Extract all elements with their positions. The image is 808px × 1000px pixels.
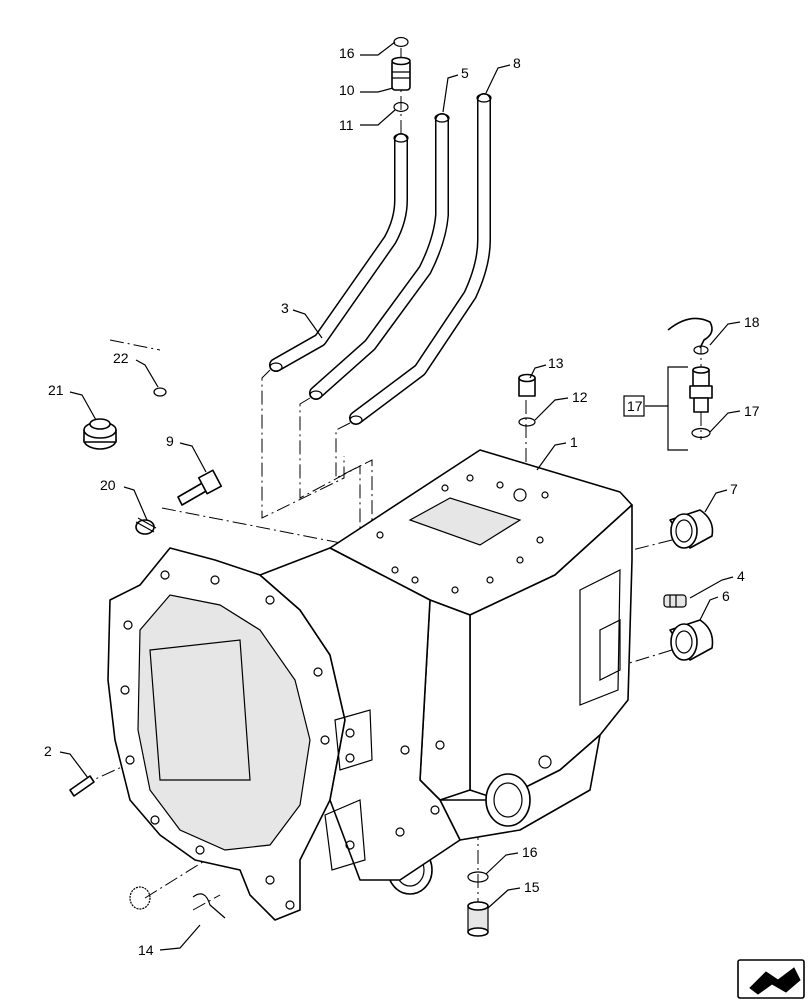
plug-13 (518, 373, 536, 397)
housing-mid-section (259, 547, 461, 881)
spring-20 (135, 517, 157, 535)
plug-21 (83, 418, 117, 450)
tube-3 (269, 133, 409, 372)
dust-cap-19 (667, 317, 713, 355)
fitting-10 (391, 56, 411, 91)
leader-lines (59, 41, 741, 951)
callout-12: 12 (572, 389, 588, 405)
washer-14 (129, 886, 151, 910)
callout-16: 16 (522, 844, 538, 860)
callout-18: 17 (744, 403, 760, 419)
callout-22: 22 (113, 350, 129, 366)
coupler-17 (689, 366, 713, 413)
callout-10: 10 (339, 82, 355, 98)
plug-4 (663, 594, 687, 608)
callout-7: 7 (730, 481, 738, 497)
bell-housing-flange (107, 547, 346, 921)
callout-labels: 16 10 11 5 8 3 22 21 9 20 13 12 1 18 17 … (44, 45, 760, 958)
bushing-7 (669, 509, 714, 549)
callout-19: 18 (744, 314, 760, 330)
callout-1: 1 (570, 434, 578, 450)
callout-11-bottom: 11 (339, 117, 354, 133)
callout-14: 14 (138, 942, 154, 958)
callout-4: 4 (737, 568, 745, 584)
pin-2 (69, 775, 95, 797)
cotter-pin (192, 893, 226, 919)
callout-13: 13 (548, 355, 564, 371)
o-ring-18 (691, 427, 711, 439)
arrow-icon[interactable] (737, 959, 805, 999)
callout-5: 5 (461, 65, 469, 81)
callout-6: 6 (722, 588, 730, 604)
bolt-9 (177, 469, 223, 506)
callout-8: 8 (513, 55, 521, 71)
callout-17-box: 17 (623, 395, 645, 417)
plug-15 (467, 901, 489, 937)
o-ring-16 (467, 871, 489, 883)
callout-20: 20 (100, 477, 116, 493)
callout-3: 3 (281, 300, 289, 316)
o-ring-11-bottom (393, 101, 409, 113)
callout-9: 9 (166, 433, 174, 449)
callout-11-top: 16 (339, 45, 355, 61)
o-ring-22 (153, 387, 167, 397)
callout-15: 15 (524, 879, 540, 895)
bracket-17 (667, 366, 688, 451)
transmission-housing-1 (329, 449, 633, 895)
bushing-6 (669, 619, 714, 661)
callout-2: 2 (44, 743, 52, 759)
o-ring-12 (518, 417, 536, 427)
callout-17: 17 (627, 398, 643, 414)
callout-21: 21 (48, 382, 64, 398)
tube-8 (349, 93, 492, 425)
o-ring-11-top (393, 36, 409, 48)
tube-5 (309, 113, 450, 400)
